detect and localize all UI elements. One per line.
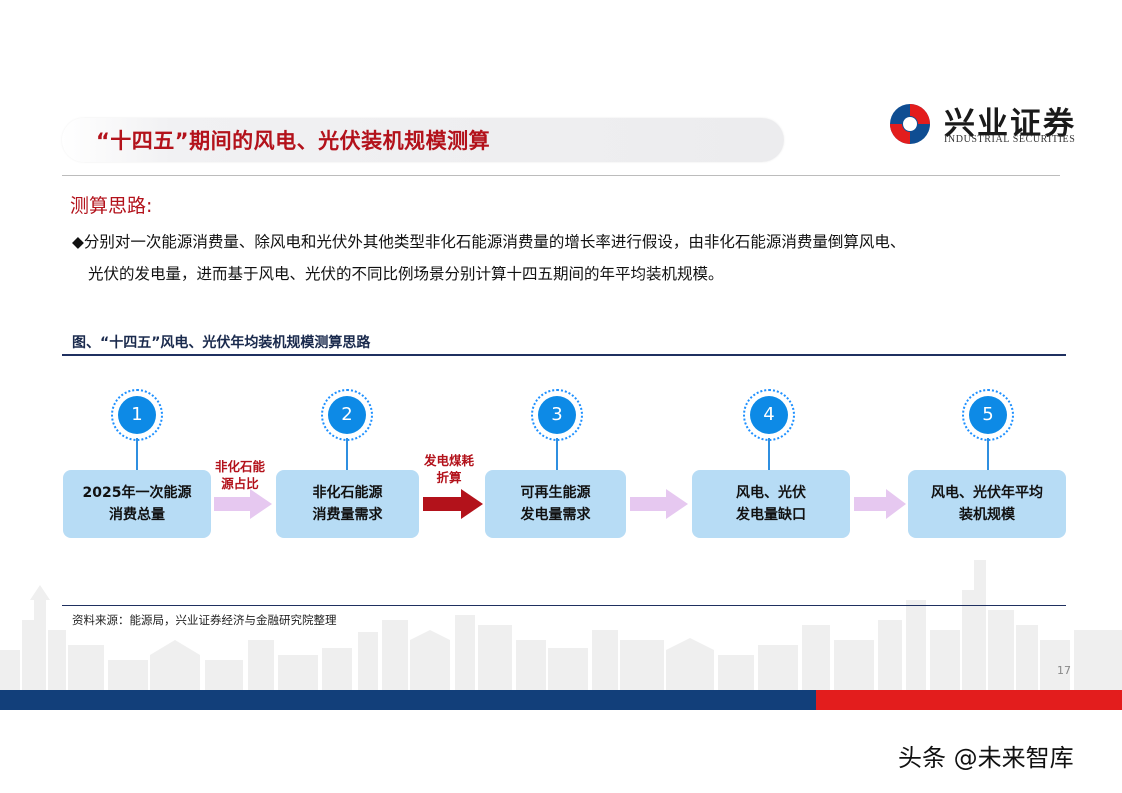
- step-4-label-line-1: 风电、光伏: [736, 485, 806, 501]
- step-2-number-badge: 2: [328, 396, 366, 434]
- watermark-text: 头条 @未来智库: [898, 744, 1074, 772]
- footer-bar-red: [816, 690, 1122, 710]
- arrow-3-icon: [630, 489, 688, 519]
- company-logo: [890, 104, 930, 144]
- section-heading: 测算思路:: [70, 195, 153, 217]
- logo-mark-icon: [890, 104, 930, 144]
- step-2-label-line-2: 消费量需求: [312, 507, 383, 523]
- arrow-1-label: 非化石能 源占比: [212, 458, 268, 492]
- step-3-number-badge: 3: [538, 396, 576, 434]
- arrow-1-label-line-2: 源占比: [221, 476, 259, 491]
- figure-top-rule: [62, 354, 1066, 356]
- body-text-line-1: ◆分别对一次能源消费量、除风电和光伏外其他类型非化石能源消费量的增长率进行假设，…: [72, 233, 906, 251]
- figure-title: 图、“十四五”风电、光伏年均装机规模测算思路: [72, 335, 371, 351]
- step-5-number-badge: 5: [969, 396, 1007, 434]
- footer-bar-blue: [0, 690, 816, 710]
- step-1-label-line-2: 消费总量: [109, 507, 165, 523]
- step-3-label-line-1: 可再生能源: [520, 485, 591, 501]
- source-note: 资料来源：能源局，兴业证券经济与金融研究院整理: [72, 613, 337, 627]
- logo-english-name: INDUSTRIAL SECURITIES: [944, 134, 1076, 145]
- arrow-2-label-line-2: 折算: [436, 470, 462, 485]
- title-divider: [62, 175, 1060, 176]
- arrow-1-label-line-1: 非化石能: [214, 459, 265, 474]
- step-2-label-line-1: 非化石能源: [312, 485, 383, 501]
- step-4-number-badge: 4: [750, 396, 788, 434]
- step-5-connector: [987, 438, 989, 470]
- step-5-label-line-2: 装机规模: [959, 507, 1015, 523]
- step-1-number-badge: 1: [118, 396, 156, 434]
- figure-bottom-rule: [62, 605, 1066, 606]
- step-2-box: 非化石能源 消费量需求: [276, 470, 419, 538]
- arrow-2-label-line-1: 发电煤耗: [423, 453, 474, 468]
- arrow-4-icon: [854, 489, 906, 519]
- step-3-connector: [556, 438, 558, 470]
- arrow-2-label: 发电煤耗 折算: [416, 452, 482, 486]
- page-number: 17: [1057, 664, 1071, 677]
- step-2-connector: [346, 438, 348, 470]
- logo-wordmark: 兴业证券: [944, 106, 1076, 142]
- step-4-box: 风电、光伏 发电量缺口: [692, 470, 850, 538]
- page-title: “十四五”期间的风电、光伏装机规模测算: [96, 129, 491, 153]
- step-1-box: 2025年一次能源 消费总量: [63, 470, 211, 538]
- step-1-label-line-1: 2025年一次能源: [82, 485, 192, 501]
- step-1-connector: [136, 438, 138, 470]
- step-4-connector: [768, 438, 770, 470]
- step-3-label-line-2: 发电量需求: [520, 507, 591, 523]
- body-text-line-2: 光伏的发电量，进而基于风电、光伏的不同比例场景分别计算十四五期间的年平均装机规模…: [88, 265, 724, 283]
- arrow-2-icon: [423, 489, 483, 519]
- title-banner: [62, 118, 784, 162]
- step-3-box: 可再生能源 发电量需求: [485, 470, 626, 538]
- step-5-label-line-1: 风电、光伏年平均: [931, 485, 1043, 501]
- step-4-label-line-2: 发电量缺口: [736, 507, 806, 523]
- arrow-1-icon: [214, 489, 272, 519]
- step-5-box: 风电、光伏年平均 装机规模: [908, 470, 1066, 538]
